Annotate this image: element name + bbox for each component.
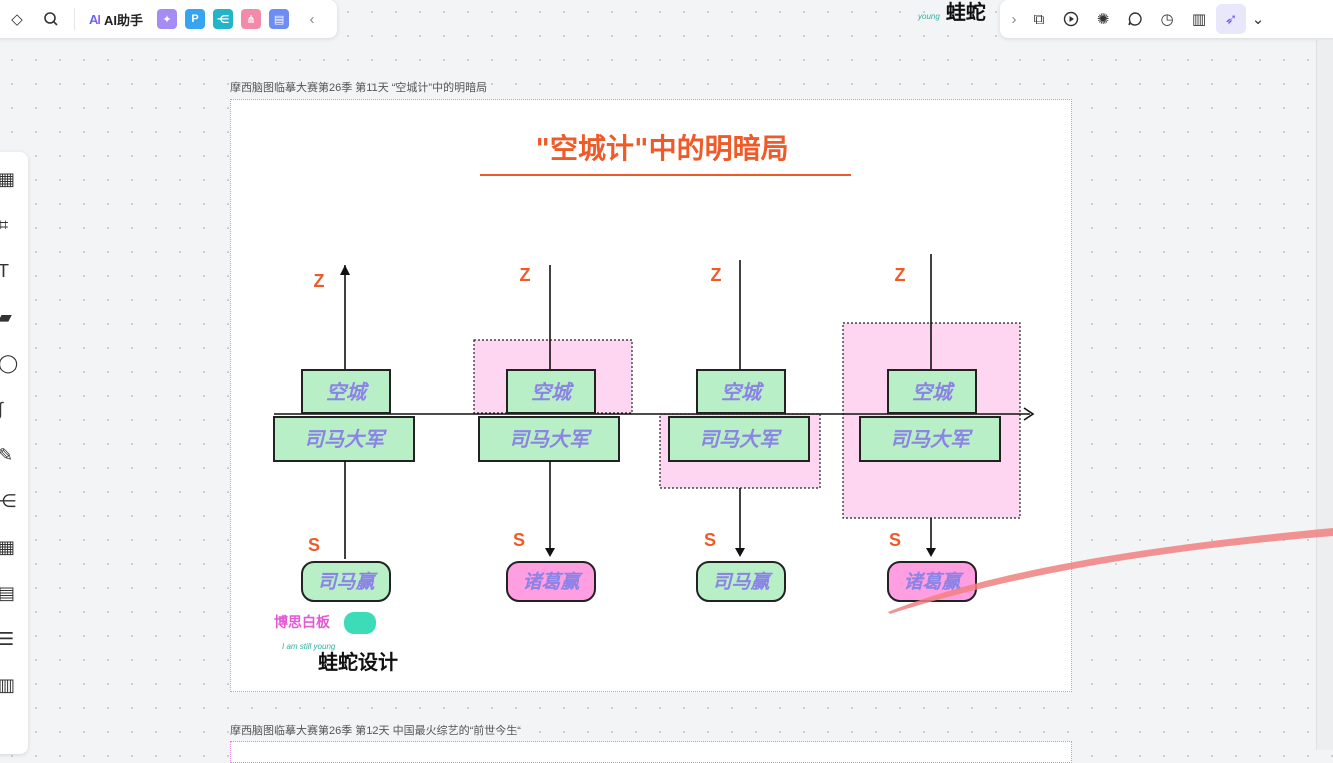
board-logo: 博思白板 I am still young 蛙蛇设计 — [274, 612, 398, 674]
s-label: S — [704, 530, 716, 550]
s-label: S — [308, 535, 320, 555]
sticky-note-icon[interactable]: ▰ — [0, 306, 12, 327]
top-right-toolbar: › ⧉ ✺ ◷ ▥ ➶ ⌄ — [1000, 0, 1333, 38]
army-label: 司马大军 — [509, 428, 592, 451]
army-label: 司马大军 — [699, 428, 782, 451]
s-arrowhead — [545, 548, 555, 557]
army-box[interactable] — [478, 416, 620, 462]
comment-app-icon[interactable]: ▤ — [269, 9, 290, 29]
board-logo-name: 博思白板 — [274, 614, 330, 631]
top-left-toolbar: ◇ AI AI助手 ✦ P ⋲ ⋔ ▤ ‹ — [0, 0, 338, 38]
template-icon[interactable]: ▦ — [0, 168, 16, 189]
present-play-icon[interactable] — [1056, 4, 1086, 34]
army-box[interactable] — [273, 416, 415, 462]
army-label: 司马大军 — [890, 428, 973, 451]
empty-city-box[interactable] — [887, 369, 977, 414]
empty-city-box[interactable] — [506, 369, 596, 414]
table-icon[interactable]: ▦ — [0, 536, 16, 557]
s-arrowhead — [926, 548, 936, 557]
empty-city-label: 空城 — [531, 381, 574, 404]
army-box[interactable] — [668, 416, 810, 462]
list-icon[interactable]: ☰ — [0, 628, 15, 649]
s-label: S — [513, 530, 525, 550]
empty-city-label: 空城 — [912, 381, 955, 404]
laser-pointer-icon[interactable]: ➶ — [1216, 4, 1246, 34]
board-logo-small: I am still young — [282, 642, 336, 651]
more-down-icon[interactable]: ⌄ — [1251, 11, 1265, 28]
timer-icon[interactable]: ◷ — [1160, 11, 1174, 28]
result-box[interactable] — [696, 561, 786, 602]
search-icon[interactable] — [36, 4, 66, 34]
image-ai-icon[interactable]: ✦ — [157, 9, 178, 29]
z-arrowhead — [340, 265, 350, 275]
s-arrowhead — [735, 548, 745, 557]
more-tool-icon[interactable]: ▥ — [0, 674, 16, 695]
board-logo-brand: 蛙蛇设计 — [318, 652, 398, 674]
frame-title[interactable]: 摩西脑图临摹大赛第26季 第12天 中国最火综艺的“前世今生“ — [230, 725, 521, 737]
tag-icon[interactable]: ◇ — [11, 11, 23, 28]
result-label: 诸葛赢 — [522, 571, 583, 593]
p-app-icon[interactable]: P — [185, 9, 206, 29]
z-label: Z — [520, 265, 531, 285]
collapse-chevron-icon[interactable]: ‹ — [309, 10, 315, 28]
connector-icon[interactable]: ∫ — [0, 398, 3, 419]
result-label: 诸葛赢 — [903, 571, 964, 593]
pen-icon[interactable]: ✎ — [0, 444, 14, 465]
empty-city-box[interactable] — [696, 369, 786, 414]
mindmap-icon[interactable]: ⋲ — [213, 9, 234, 29]
expand-chevron-icon[interactable]: › — [1011, 10, 1017, 28]
mindmap-tool-icon[interactable]: ⋲ — [0, 490, 16, 511]
army-box[interactable] — [859, 416, 1001, 462]
result-box[interactable] — [506, 561, 596, 602]
ai-assistant-button[interactable]: AI AI助手 — [83, 4, 149, 34]
frame-icon[interactable]: ⌗ — [0, 214, 9, 235]
empty-city-box[interactable] — [301, 369, 391, 414]
diagram-title: "空城计"中的明暗局 — [535, 132, 788, 165]
logo-swirl-icon — [344, 612, 377, 634]
comment-icon[interactable] — [1120, 4, 1150, 34]
army-label: 司马大军 — [304, 428, 387, 451]
z-label: Z — [314, 271, 325, 291]
laser-stroke — [888, 528, 1333, 614]
vertical-scrollbar[interactable] — [1316, 40, 1333, 750]
empty-city-label: 空城 — [326, 381, 369, 404]
z-label: Z — [895, 265, 906, 285]
text-icon[interactable]: T — [0, 260, 9, 281]
vote-icon[interactable]: ▥ — [1191, 11, 1207, 28]
toolbar-separator — [74, 8, 75, 30]
collaborate-icon[interactable]: ⧉ — [1033, 10, 1045, 28]
z-label: Z — [711, 265, 722, 285]
ai-assistant-label: AI助手 — [104, 12, 144, 28]
result-box[interactable] — [301, 561, 391, 602]
empty-city-label: 空城 — [721, 381, 764, 404]
celebrate-icon[interactable]: ✺ — [1096, 11, 1110, 28]
result-label: 司马赢 — [317, 571, 378, 593]
s-label: S — [889, 530, 901, 550]
document-icon[interactable]: ▤ — [0, 582, 16, 603]
shape-icon[interactable]: ◯ — [0, 352, 19, 373]
frame-title[interactable]: 摩西脑图临摹大赛第26季 第11天 “空城计”中的明暗局 — [230, 82, 488, 94]
result-label: 司马赢 — [712, 571, 773, 593]
left-toolbar: ▦ ⌗ T ▰ ◯ ∫ ✎ ⋲ ▦ ▤ ☰ ▥ — [0, 152, 28, 754]
ai-logo-icon: AI — [89, 11, 101, 27]
flow-icon[interactable]: ⋔ — [241, 9, 262, 29]
horizontal-axis-arrowhead — [1023, 407, 1035, 421]
